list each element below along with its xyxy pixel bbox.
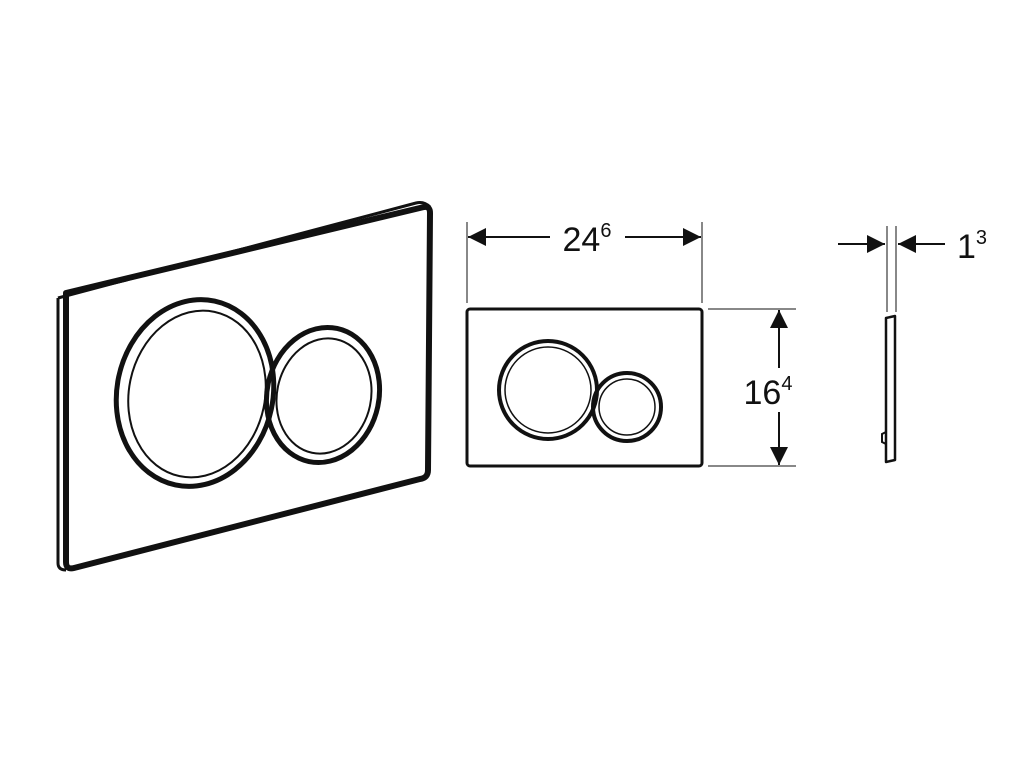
- perspective-plate-side: [56, 298, 67, 572]
- width-value: 24: [563, 221, 601, 259]
- height-dimension-label: 164: [744, 373, 793, 412]
- perspective-plate-front: [63, 203, 433, 572]
- front-plate-outline: [465, 307, 704, 468]
- front-large-button-inner: [504, 346, 592, 434]
- front-view: 246 164: [465, 220, 796, 468]
- perspective-plate-edge: [57, 201, 432, 300]
- perspective-small-button-inner: [275, 337, 373, 455]
- perspective-small-button-outer: [263, 324, 383, 466]
- front-large-button-outer: [497, 339, 599, 441]
- side-plate-mount: [881, 431, 887, 445]
- depth-dimension-label: 13: [957, 227, 987, 266]
- perspective-large-button-inner: [127, 309, 267, 479]
- side-view: 13: [838, 226, 987, 464]
- front-small-button-inner: [598, 378, 656, 436]
- height-value: 16: [744, 374, 782, 412]
- width-dimension-label: 246: [563, 220, 612, 259]
- height-superscript: 4: [781, 373, 792, 395]
- depth-superscript: 3: [976, 227, 987, 249]
- perspective-large-button-outer: [113, 297, 277, 489]
- width-superscript: 6: [600, 220, 611, 242]
- front-small-button-outer: [591, 371, 663, 443]
- perspective-view: [56, 201, 433, 572]
- depth-value: 1: [957, 228, 976, 266]
- side-plate-profile: [884, 314, 897, 464]
